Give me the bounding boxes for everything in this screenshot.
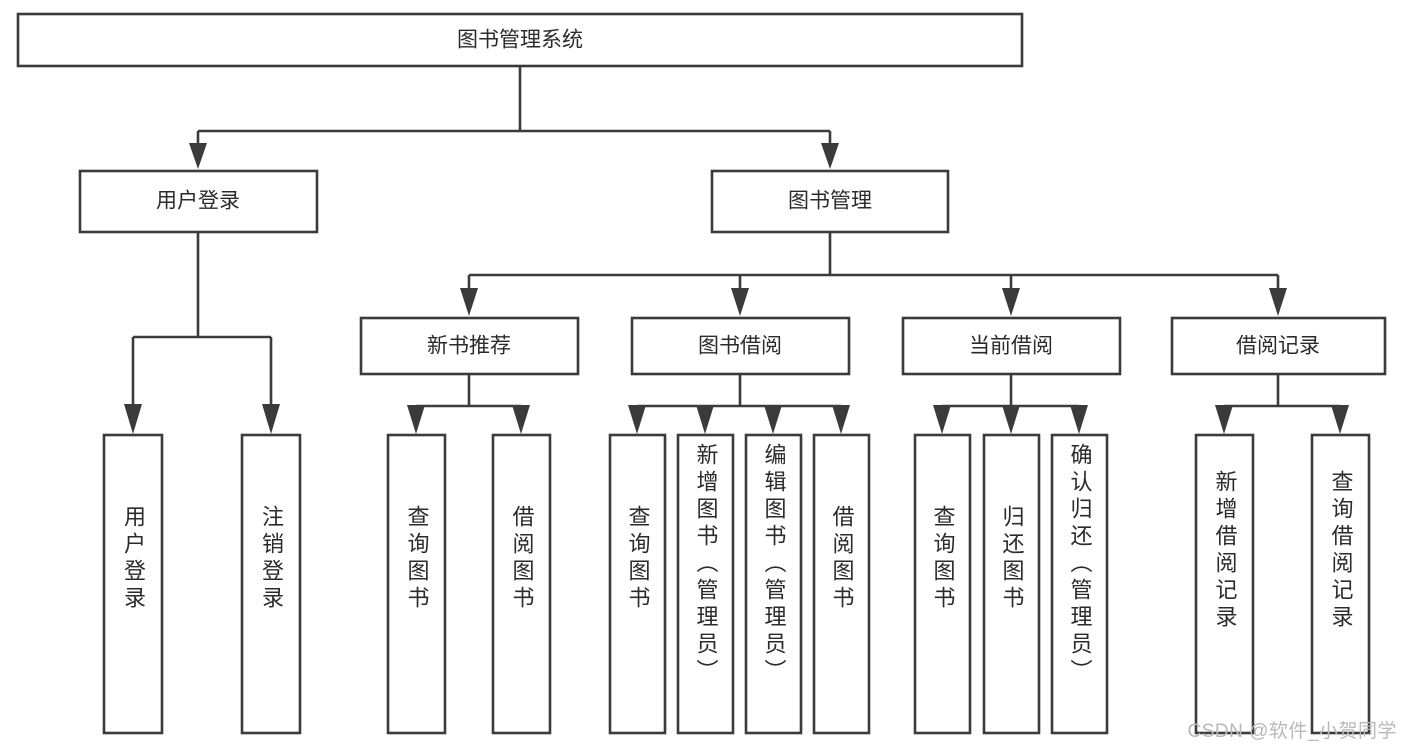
arrow-new-book-child-1-icon	[407, 405, 425, 434]
arrow-root-to-book-manage-icon	[821, 143, 839, 169]
arrow-book-borrow-child-1-icon	[628, 405, 646, 434]
arrow-to-new-book-recommend-icon	[460, 288, 478, 316]
node-book-borrow-label: 图书借阅	[698, 335, 782, 358]
node-current-borrow-box[interactable]	[901, 316, 1122, 376]
nodes-layer: 图书管理系统 用户登录 图书管理 新书推荐 图书借阅	[16, 12, 1387, 735]
arrow-book-borrow-child-4-icon	[832, 405, 850, 434]
leaf-box-book-borrow-4[interactable]	[812, 433, 871, 735]
node-new-book-recommend-label: 新书推荐	[427, 335, 511, 358]
arrow-root-to-user-login-icon	[189, 143, 207, 169]
node-book-management-box[interactable]	[710, 169, 950, 234]
arrow-current-borrow-child-1-icon	[933, 405, 951, 434]
leaf-box-borrow-records-1[interactable]	[1194, 433, 1255, 735]
node-root-label: 图书管理系统	[457, 29, 583, 52]
arrow-current-borrow-child-2-icon	[1002, 405, 1020, 434]
arrow-current-borrow-child-3-icon	[1070, 405, 1088, 434]
leaf-box-current-borrow-3[interactable]	[1050, 433, 1109, 735]
arrow-to-current-borrow-icon	[1002, 288, 1020, 316]
node-book-management-label: 图书管理	[788, 190, 872, 213]
leaf-box-new-book-2[interactable]	[491, 433, 552, 735]
node-user-login[interactable]: 用户登录	[78, 169, 319, 234]
leaf-box-book-borrow-2[interactable]	[676, 433, 735, 735]
connectors-layer	[124, 66, 1349, 434]
leaf-box-new-book-1[interactable]	[386, 433, 447, 735]
node-current-borrow-label: 当前借阅	[969, 335, 1053, 358]
node-borrow-records-label: 借阅记录	[1236, 335, 1320, 358]
node-book-management[interactable]: 图书管理	[710, 169, 950, 234]
leaf-box-current-borrow-1[interactable]	[913, 433, 972, 735]
leaf-box-book-borrow-3[interactable]	[744, 433, 803, 735]
node-borrow-records[interactable]: 借阅记录	[1170, 316, 1387, 376]
arrow-new-book-child-2-icon	[512, 405, 530, 434]
arrow-borrow-records-child-1-icon	[1215, 405, 1233, 434]
leaf-box-user-login-1[interactable]	[102, 433, 164, 735]
node-new-book-recommend[interactable]: 新书推荐	[359, 316, 580, 376]
node-root-book-management-system[interactable]: 图书管理系统	[16, 12, 1024, 68]
node-user-login-label: 用户登录	[156, 190, 240, 213]
arrow-to-book-borrow-icon	[731, 288, 749, 316]
leaf-box-current-borrow-2[interactable]	[982, 433, 1041, 735]
node-book-borrow[interactable]: 图书借阅	[630, 316, 851, 376]
arrow-to-borrow-records-icon	[1269, 288, 1287, 316]
node-root-box[interactable]	[16, 12, 1024, 68]
leaf-box-book-borrow-1[interactable]	[608, 433, 667, 735]
node-book-borrow-box[interactable]	[630, 316, 851, 376]
arrow-user-login-child-1-icon	[124, 404, 142, 434]
csdn-watermark: CSDN @软件_小贺同学	[1187, 721, 1397, 742]
leaf-box-borrow-records-2[interactable]	[1310, 433, 1371, 735]
leaf-box-user-login-2[interactable]	[240, 433, 302, 735]
arrow-book-borrow-child-3-icon	[764, 405, 782, 434]
node-current-borrow[interactable]: 当前借阅	[901, 316, 1122, 376]
node-borrow-records-box[interactable]	[1170, 316, 1387, 376]
node-new-book-recommend-box[interactable]	[359, 316, 580, 376]
arrow-borrow-records-child-2-icon	[1331, 405, 1349, 434]
arrow-book-borrow-child-2-icon	[696, 405, 714, 434]
node-user-login-box[interactable]	[78, 169, 319, 234]
arrow-user-login-child-2-icon	[262, 404, 280, 434]
